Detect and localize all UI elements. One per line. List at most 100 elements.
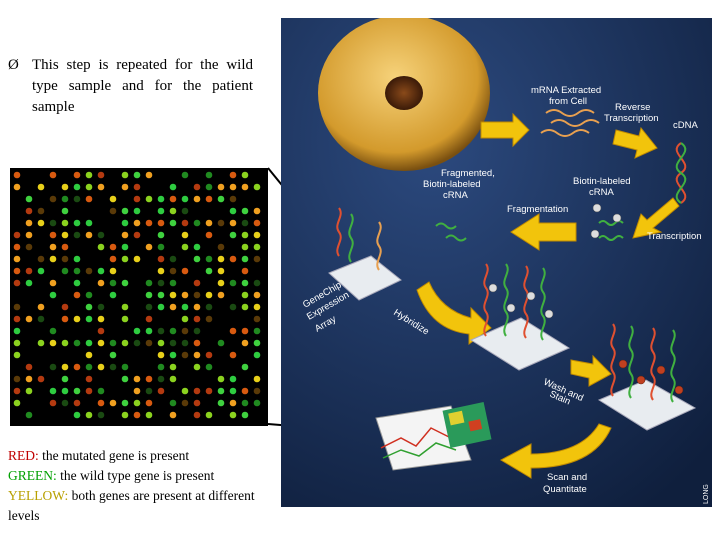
array-spot	[217, 387, 225, 395]
array-spot	[205, 315, 213, 323]
array-spot	[181, 291, 189, 299]
array-spot	[241, 363, 249, 371]
array-spot	[157, 327, 165, 335]
array-spot	[61, 183, 69, 191]
microarray-spots	[13, 171, 261, 419]
array-spot	[241, 243, 249, 251]
array-spot	[181, 399, 189, 407]
array-spot	[157, 375, 165, 383]
label-mrna-extracted-2: from Cell	[549, 96, 587, 107]
array-spot	[205, 255, 213, 263]
array-spot	[85, 363, 93, 371]
array-spot	[13, 375, 21, 383]
legend-yellow-key: YELLOW:	[8, 488, 69, 503]
array-spot	[241, 303, 249, 311]
array-spot	[121, 339, 129, 347]
microarray-workflow-diagram: mRNA Extracted from Cell Reverse Transcr…	[281, 15, 712, 507]
array-spot	[133, 255, 141, 263]
array-spot	[253, 315, 261, 323]
array-spot	[145, 279, 153, 287]
array-spot	[25, 195, 33, 203]
array-spot	[133, 411, 141, 419]
array-spot	[205, 303, 213, 311]
array-spot	[157, 351, 165, 359]
array-spot	[97, 327, 105, 335]
array-spot	[37, 375, 45, 383]
array-spot	[241, 291, 249, 299]
label-corner: LONG	[703, 484, 710, 504]
label-reverse-2: Transcription	[604, 113, 659, 124]
array-spot	[133, 327, 141, 335]
array-spot	[181, 351, 189, 359]
array-spot	[241, 183, 249, 191]
array-spot	[121, 243, 129, 251]
array-spot	[85, 219, 93, 227]
array-spot	[253, 255, 261, 263]
array-spot	[157, 291, 165, 299]
array-spot	[217, 183, 225, 191]
array-spot	[61, 387, 69, 395]
array-spot	[25, 363, 33, 371]
array-spot	[169, 219, 177, 227]
array-spot	[109, 207, 117, 215]
array-spot	[229, 411, 237, 419]
array-spot	[169, 375, 177, 383]
array-spot	[109, 267, 117, 275]
arrow-icon	[416, 281, 492, 345]
array-spot	[97, 315, 105, 323]
array-spot	[193, 339, 201, 347]
array-spot	[13, 279, 21, 287]
arrow-icon	[570, 354, 612, 387]
array-spot	[85, 231, 93, 239]
array-spot	[169, 267, 177, 275]
array-spot	[73, 339, 81, 347]
array-spot	[73, 219, 81, 227]
array-spot	[85, 171, 93, 179]
array-spot	[169, 351, 177, 359]
label-fragmented-3: cRNA	[443, 190, 468, 201]
array-spot	[85, 303, 93, 311]
array-spot	[193, 291, 201, 299]
array-spot	[253, 303, 261, 311]
array-spot	[25, 411, 33, 419]
array-spot	[85, 291, 93, 299]
array-spot	[241, 171, 249, 179]
array-spot	[49, 291, 57, 299]
array-spot	[253, 183, 261, 191]
array-spot	[205, 183, 213, 191]
array-spot	[85, 183, 93, 191]
array-spot	[193, 363, 201, 371]
array-spot	[181, 231, 189, 239]
array-spot	[241, 219, 249, 227]
scan-result-icon	[375, 402, 492, 471]
array-spot	[25, 315, 33, 323]
array-spot	[109, 351, 117, 359]
microarray-image	[10, 168, 268, 426]
array-spot	[157, 363, 165, 371]
array-spot	[133, 399, 141, 407]
array-spot	[253, 387, 261, 395]
array-spot	[205, 363, 213, 371]
array-spot	[181, 267, 189, 275]
array-spot	[61, 315, 69, 323]
array-spot	[253, 339, 261, 347]
array-spot	[73, 291, 81, 299]
array-spot	[169, 327, 177, 335]
label-reverse-1: Reverse	[615, 102, 650, 113]
array-spot	[157, 219, 165, 227]
array-spot	[61, 207, 69, 215]
array-spot	[157, 243, 165, 251]
legend-green-key: GREEN:	[8, 468, 57, 483]
array-spot	[241, 207, 249, 215]
array-spot	[121, 219, 129, 227]
array-spot	[241, 387, 249, 395]
array-spot	[241, 339, 249, 347]
biotin-icon	[592, 203, 602, 213]
array-spot	[25, 375, 33, 383]
label-biotin-1: Biotin-labeled	[573, 176, 631, 187]
array-spot	[25, 219, 33, 227]
legend-green: GREEN: the wild type gene is present	[8, 466, 268, 486]
array-spot	[205, 387, 213, 395]
array-spot	[145, 171, 153, 179]
array-spot	[145, 375, 153, 383]
